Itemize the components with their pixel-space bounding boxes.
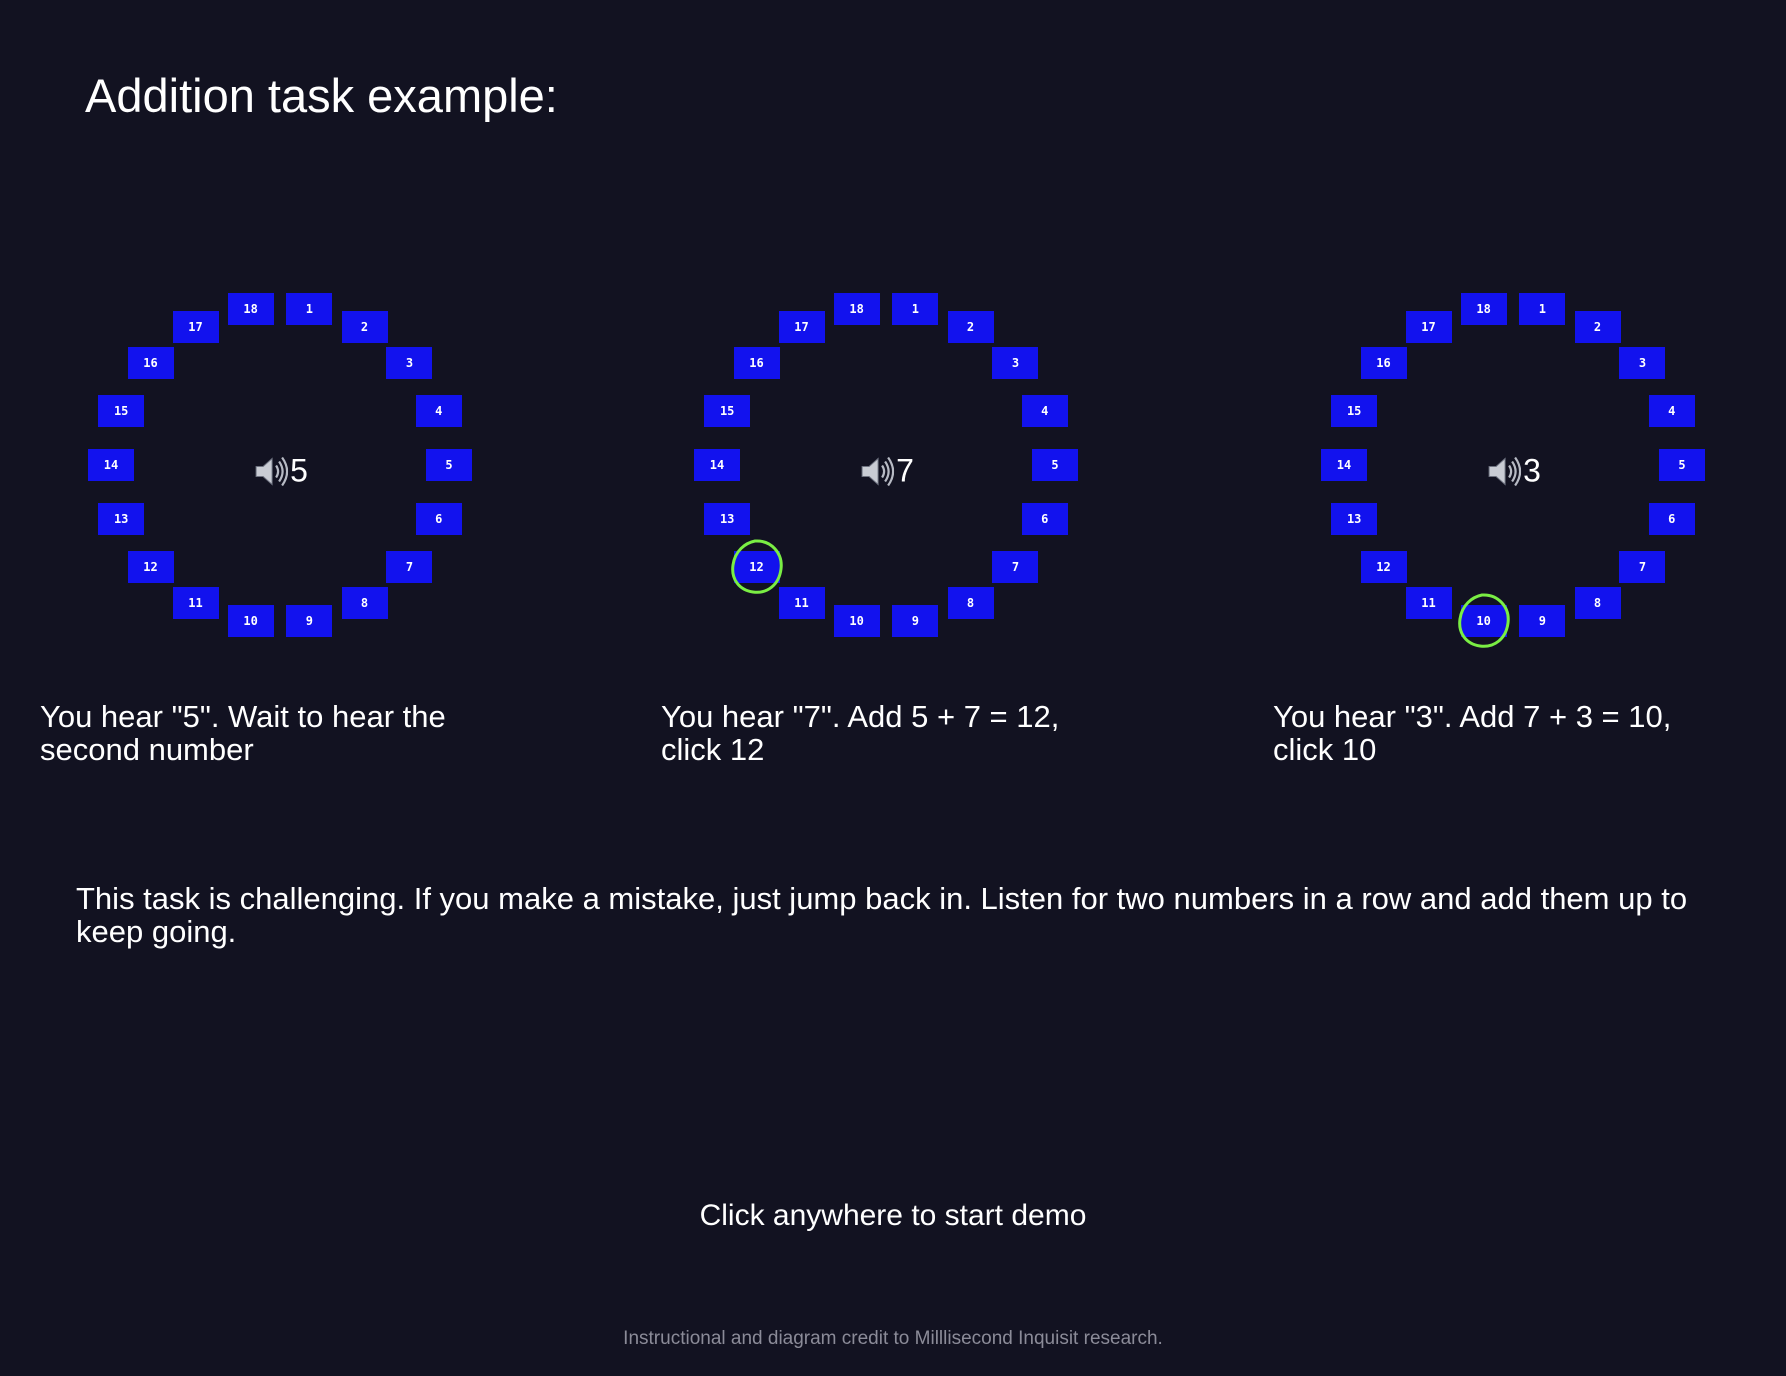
number-button-1[interactable]: 1 <box>892 292 939 325</box>
caption-panel-1: You hear "5". Wait to hear the second nu… <box>40 700 446 766</box>
number-button-10[interactable]: 10 <box>227 605 274 638</box>
heard-number: 3 <box>1485 453 1541 490</box>
number-button-13[interactable]: 13 <box>704 503 751 536</box>
number-button-11[interactable]: 11 <box>778 586 825 619</box>
number-button-11[interactable]: 11 <box>1405 586 1452 619</box>
number-button-15[interactable]: 15 <box>704 394 751 427</box>
heard-number: 7 <box>858 453 914 490</box>
instruction-note: This task is challenging. If you make a … <box>76 881 1688 949</box>
number-button-7[interactable]: 7 <box>1619 551 1666 584</box>
number-button-3[interactable]: 3 <box>992 346 1039 379</box>
number-button-12[interactable]: 12 <box>1360 551 1407 584</box>
number-button-6[interactable]: 6 <box>1021 503 1068 536</box>
number-button-4[interactable]: 4 <box>415 394 462 427</box>
heard-number: 5 <box>252 453 308 490</box>
number-button-8[interactable]: 8 <box>947 586 994 619</box>
number-button-9[interactable]: 9 <box>1519 605 1566 638</box>
number-button-7[interactable]: 7 <box>992 551 1039 584</box>
number-button-4[interactable]: 4 <box>1021 394 1068 427</box>
number-button-10[interactable]: 10 <box>1460 605 1507 638</box>
credit-text: Instructional and diagram credit to Mill… <box>623 1328 1163 1349</box>
caption-line: You hear "7". Add 5 + 7 = 12, <box>661 699 1060 734</box>
start-demo-prompt[interactable]: Click anywhere to start demo <box>699 1199 1087 1232</box>
number-button-12[interactable]: 12 <box>127 551 174 584</box>
number-button-16[interactable]: 16 <box>733 346 780 379</box>
speaker-icon <box>255 456 289 486</box>
heard-number-value: 3 <box>1523 452 1541 489</box>
number-button-2[interactable]: 2 <box>947 311 994 344</box>
caption-panel-3: You hear "3". Add 7 + 3 = 10, click 10 <box>1273 700 1671 766</box>
number-button-2[interactable]: 2 <box>1574 311 1621 344</box>
number-button-1[interactable]: 1 <box>1519 292 1566 325</box>
heard-number-value: 5 <box>290 452 308 489</box>
number-button-14[interactable]: 14 <box>88 449 134 481</box>
caption-panel-2: You hear "7". Add 5 + 7 = 12, click 12 <box>661 700 1059 766</box>
number-button-7[interactable]: 7 <box>386 551 433 584</box>
number-button-18[interactable]: 18 <box>227 292 274 325</box>
caption-line: second number <box>40 732 254 767</box>
number-button-6[interactable]: 6 <box>415 503 462 536</box>
number-button-5[interactable]: 5 <box>1659 449 1705 481</box>
number-button-2[interactable]: 2 <box>341 311 388 344</box>
number-button-17[interactable]: 17 <box>778 311 825 344</box>
number-button-17[interactable]: 17 <box>172 311 219 344</box>
number-button-16[interactable]: 16 <box>127 346 174 379</box>
caption-line: click 10 <box>1273 732 1377 767</box>
heard-number-value: 7 <box>896 452 914 489</box>
number-button-15[interactable]: 15 <box>98 394 145 427</box>
number-button-12[interactable]: 12 <box>733 551 780 584</box>
speaker-icon <box>1488 456 1522 486</box>
number-button-1[interactable]: 1 <box>286 292 333 325</box>
number-button-5[interactable]: 5 <box>426 449 472 481</box>
number-button-16[interactable]: 16 <box>1360 346 1407 379</box>
number-button-11[interactable]: 11 <box>172 586 219 619</box>
number-button-17[interactable]: 17 <box>1405 311 1452 344</box>
number-button-18[interactable]: 18 <box>833 292 880 325</box>
number-button-13[interactable]: 13 <box>1331 503 1378 536</box>
caption-line: You hear "5". Wait to hear the <box>40 699 446 734</box>
number-button-14[interactable]: 14 <box>1321 449 1367 481</box>
speaker-icon <box>861 456 895 486</box>
number-button-14[interactable]: 14 <box>694 449 740 481</box>
number-button-4[interactable]: 4 <box>1648 394 1695 427</box>
page-title: Addition task example: <box>85 69 558 122</box>
number-button-8[interactable]: 8 <box>341 586 388 619</box>
caption-line: click 12 <box>661 732 765 767</box>
number-button-9[interactable]: 9 <box>892 605 939 638</box>
number-button-8[interactable]: 8 <box>1574 586 1621 619</box>
number-button-3[interactable]: 3 <box>1619 346 1666 379</box>
number-button-5[interactable]: 5 <box>1032 449 1078 481</box>
number-button-15[interactable]: 15 <box>1331 394 1378 427</box>
number-button-6[interactable]: 6 <box>1648 503 1695 536</box>
number-button-13[interactable]: 13 <box>98 503 145 536</box>
number-button-9[interactable]: 9 <box>286 605 333 638</box>
number-button-3[interactable]: 3 <box>386 346 433 379</box>
caption-line: You hear "3". Add 7 + 3 = 10, <box>1273 699 1672 734</box>
number-button-10[interactable]: 10 <box>833 605 880 638</box>
number-button-18[interactable]: 18 <box>1460 292 1507 325</box>
